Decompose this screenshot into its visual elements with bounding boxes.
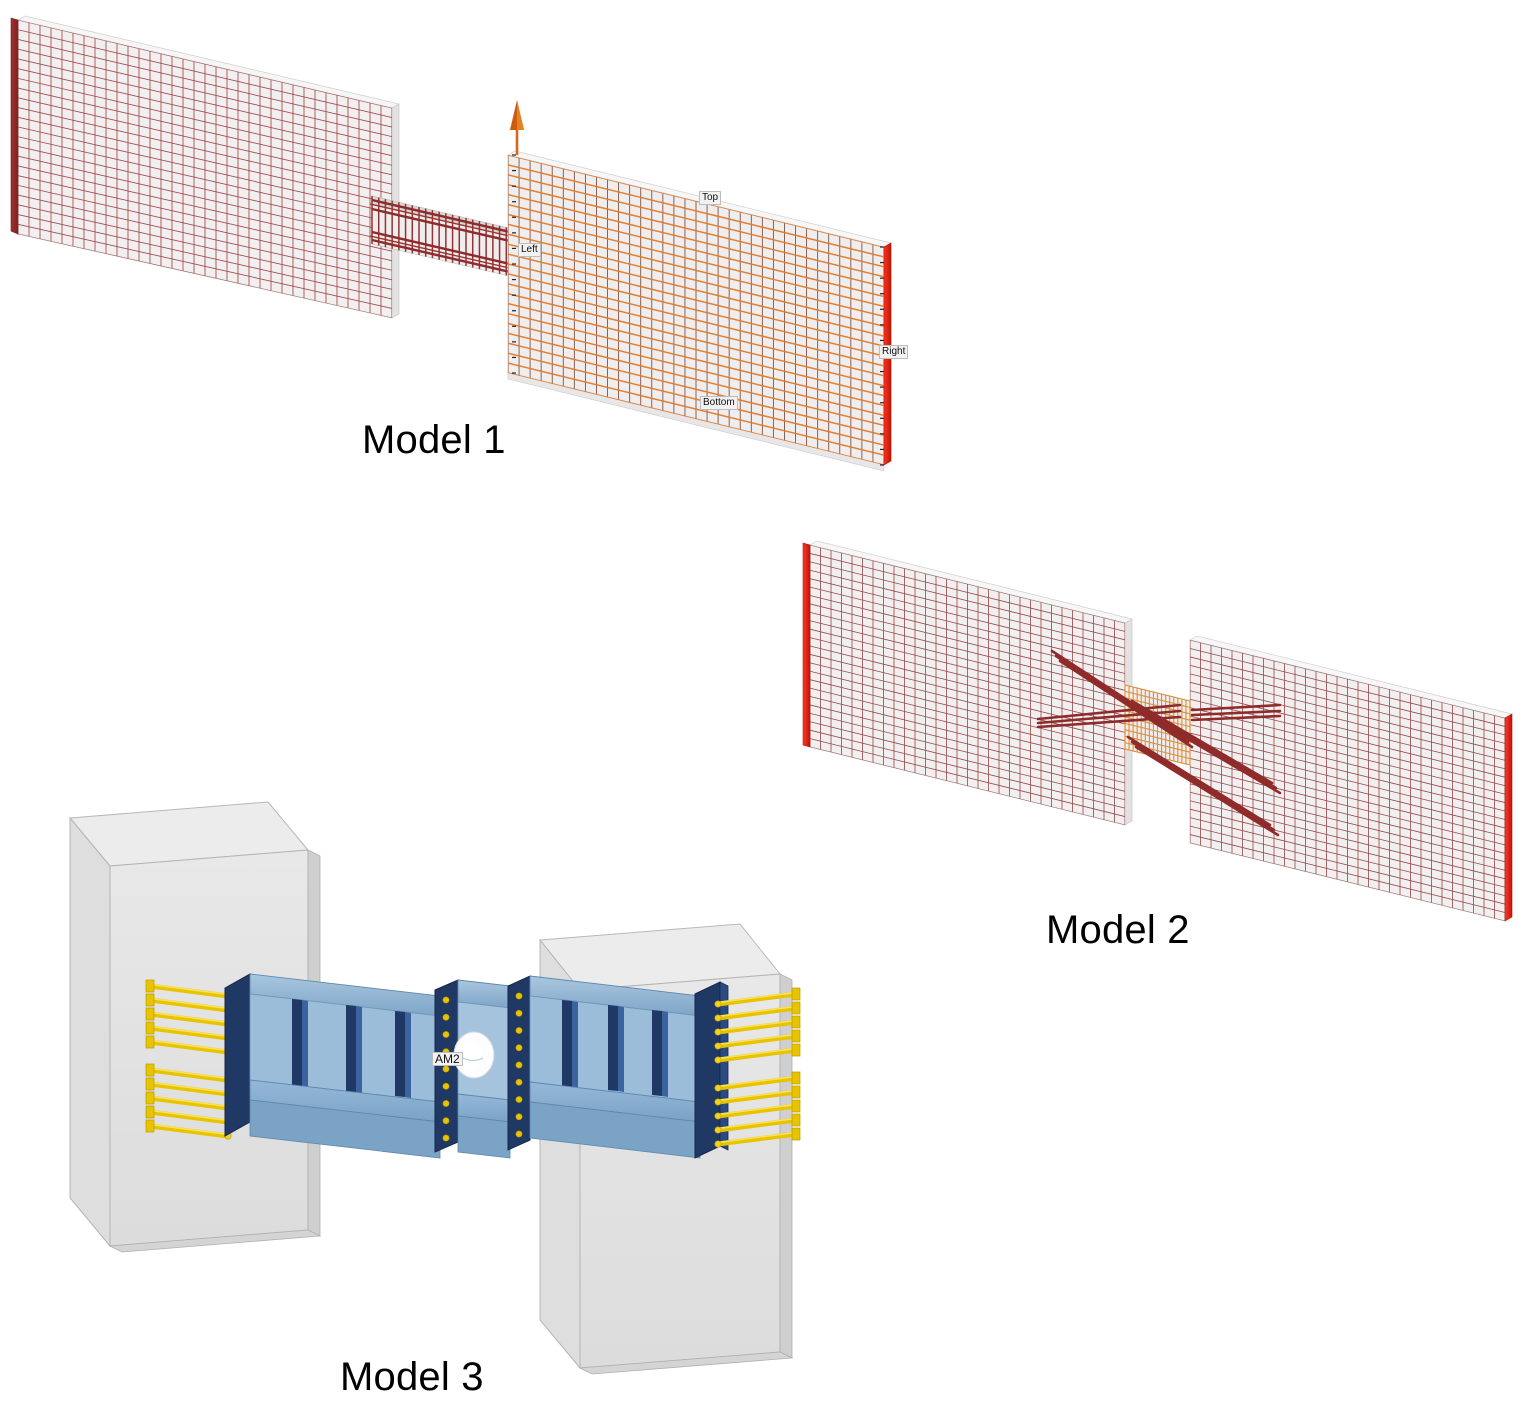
label-bottom: Bottom (700, 396, 738, 410)
model-2-left-panel (802, 540, 1133, 826)
steel-beam-segment-right (529, 975, 701, 1159)
left-panel-mesh (810, 545, 1125, 825)
splice-plate-right (507, 975, 531, 1151)
label-left: Left (518, 243, 541, 257)
label-top: Top (699, 191, 722, 205)
model-2-right-panel (1189, 635, 1513, 922)
left-panel-mesh (18, 20, 392, 318)
model-1-graphic (10, 15, 892, 472)
model-3-graphic (68, 801, 801, 1375)
anchor-bolts-left (145, 979, 232, 1140)
model-2-graphic (802, 540, 1513, 922)
model-1-caption: Model 1 (362, 418, 506, 462)
model-3-caption: Model 3 (340, 1355, 484, 1399)
model-1-left-panel (10, 15, 400, 319)
diagonal-rebar-bundles (1036, 649, 1282, 837)
model-2-caption: Model 2 (1046, 908, 1190, 952)
label-am2: AM2 (432, 1052, 463, 1066)
label-right: Right (879, 345, 909, 359)
model-1-right-panel (507, 150, 892, 472)
end-plate-right (694, 981, 729, 1159)
steel-beam-center (453, 979, 511, 1159)
right-panel-mesh (508, 155, 884, 465)
splice-plate-left (434, 979, 459, 1153)
load-arrow-icon (510, 100, 524, 155)
anchor-bolts-right (714, 987, 801, 1148)
steel-beam-segment-left (249, 973, 441, 1159)
right-panel-mesh (1190, 640, 1505, 921)
